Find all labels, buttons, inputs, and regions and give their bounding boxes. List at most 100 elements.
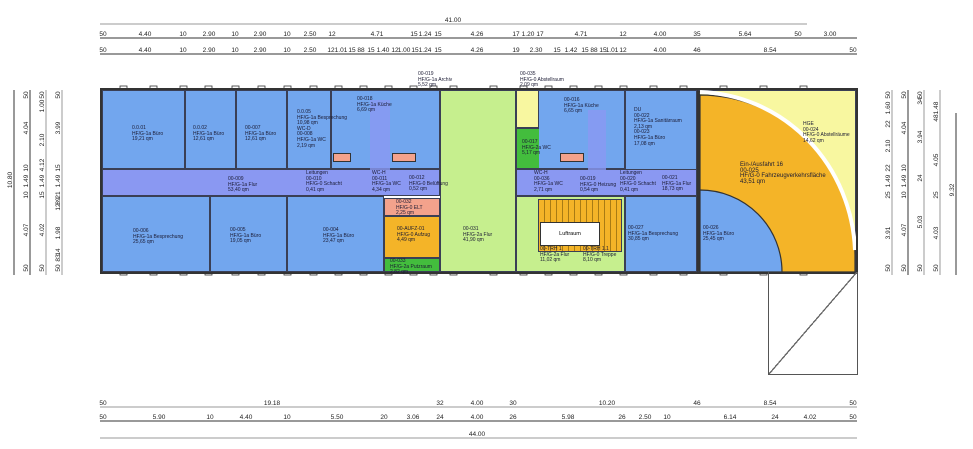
dimension-label: 1.49 [55,174,62,187]
dimension-label: 50 [933,264,940,272]
dimension-label: 44.00 [469,431,486,438]
dimension-label: 1.49 [885,174,892,187]
dimension-label: 89 [55,197,62,205]
dimension-label: 15 [55,164,62,172]
room-00-032-elt[interactable] [384,198,440,216]
room-00-006[interactable] [102,196,210,272]
dimension-label: 15 [348,47,356,54]
room-00-004[interactable] [287,196,384,272]
dimension-label: 10 [179,47,187,54]
room-00-035[interactable] [516,90,539,128]
dimension-label: 25 [933,191,940,199]
dimension-label: 15 [39,191,46,199]
dimension-label: 10 [901,191,908,199]
dimension-label: 35 [693,31,701,38]
dimension-label: 10 [283,414,291,421]
room-0-0-05[interactable] [287,90,331,169]
driveway-arc [699,90,856,272]
dimension-label: 26 [509,414,517,421]
dimension-label: 50 [849,400,857,407]
dimension-label: 4.00 [471,414,484,421]
dimension-label: 20 [380,414,388,421]
dimension-label: 4.02 [39,223,46,236]
dimension-label: 15 [367,47,375,54]
dimension-label: 4.00 [654,47,667,54]
corridor-00-009[interactable] [102,169,440,196]
dimension-label: 19.18 [264,400,281,407]
dimension-label: 5.90 [153,414,166,421]
room-0-0-02[interactable] [185,90,236,169]
dimension-label: 24 [436,414,444,421]
dimension-label: 26 [618,414,626,421]
corridor-branch [370,100,390,170]
dimension-label: 2.50 [639,414,652,421]
corridor-branch [588,110,606,170]
dimension-label: 15 [410,31,418,38]
dimension-label: 12 [328,31,336,38]
room-00-031-corridor[interactable] [440,90,516,272]
dimension-label: 1.42 [565,47,578,54]
dimension-label: 4.71 [575,31,588,38]
room-00-007[interactable] [236,90,287,169]
dimension-label: 12 [327,47,335,54]
dimension-label: 3.99 [55,121,62,134]
dimension-label: 10 [231,47,239,54]
dimension-label: 50 [23,91,30,99]
corridor-00-021[interactable] [516,169,697,196]
dimension-label: 15 [553,47,561,54]
room-elevator[interactable] [384,216,440,258]
dimension-label: 2.30 [530,47,543,54]
dimension-label: 15 [434,47,442,54]
dimension-label: 15 [599,47,607,54]
dimension-label: 50 [99,31,107,38]
dimension-label: 30 [509,400,517,407]
dimension-label: 12 [55,203,62,211]
dimension-label: 50 [23,264,30,272]
dimension-label: 1.49 [23,174,30,187]
room-00-033[interactable] [384,258,440,272]
dimension-label: 50 [39,91,46,99]
dimension-label: 17 [512,31,520,38]
dimension-label: 4.71 [371,31,384,38]
dimension-label: 5.50 [331,414,344,421]
dimension-label: 15 [581,47,589,54]
dimension-label: 22 [885,164,892,172]
dimension-label: 1.20 [522,31,535,38]
dimension-label: 4.04 [23,121,30,134]
dimension-label: 10 [283,31,291,38]
dimension-label: 1.98 [55,226,62,239]
dimension-label: 50 [794,31,802,38]
dimension-label: 24 [771,414,779,421]
dimension-label: 1.24 [419,47,432,54]
room-00-005[interactable] [210,196,287,272]
dimension-label: 50 [849,414,857,421]
luftraum-box: Luftraum [540,222,600,246]
dimension-label: 50 [99,400,107,407]
dimension-label: 50 [901,264,908,272]
dimension-label: 46 [693,47,701,54]
dimension-label: 50 [55,91,62,99]
dimension-label: 50 [885,91,892,99]
dimension-label: 25 [885,191,892,199]
room-00-027[interactable] [625,196,697,272]
room-0-0-01[interactable] [102,90,185,169]
dimension-label: 4.02 [804,414,817,421]
dimension-label: 34 [917,97,924,105]
dimension-label: 48 [933,114,940,122]
